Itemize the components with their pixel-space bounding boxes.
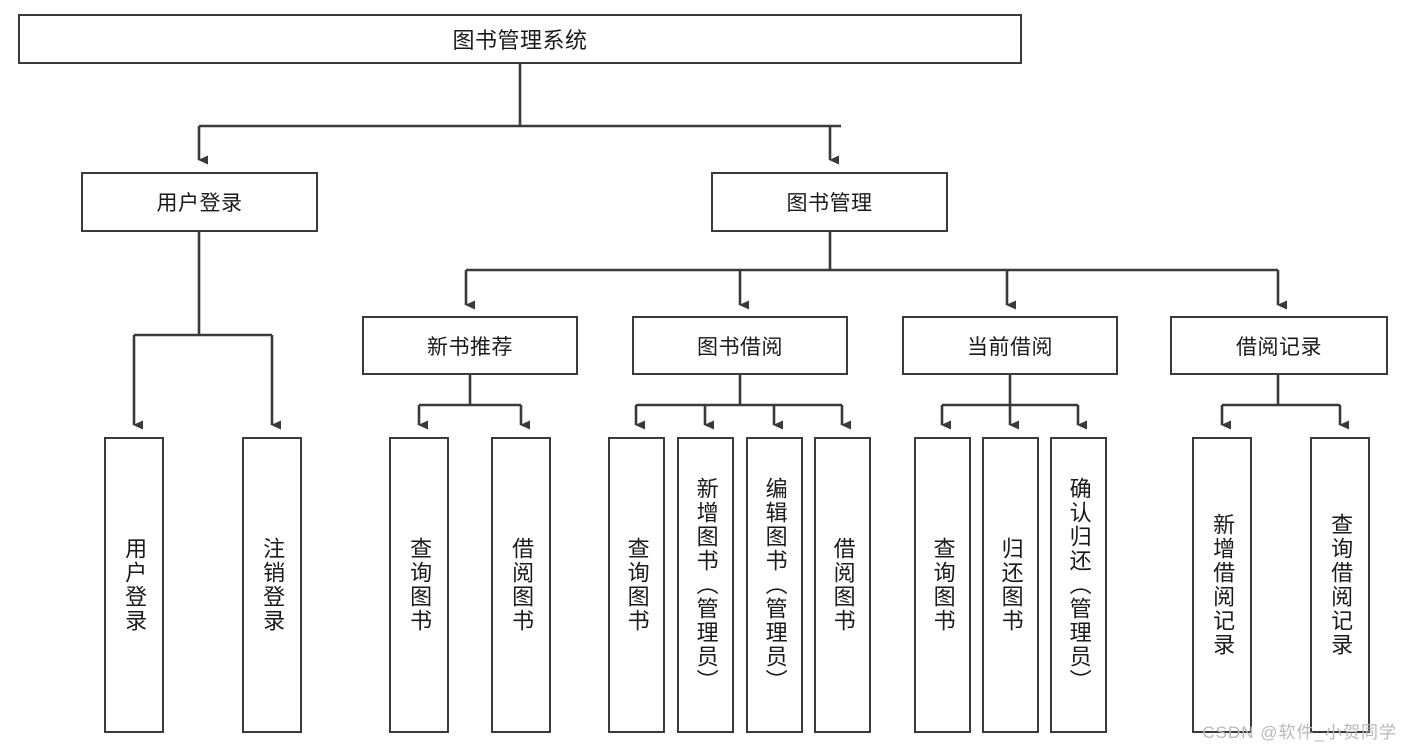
- node-user-login-label: 用户登录: [156, 192, 243, 215]
- node-book-management[interactable]: 图书管理: [711, 172, 948, 232]
- leaf-borrow-borrow-book[interactable]: 借阅图书: [814, 437, 871, 733]
- node-borrow-record[interactable]: 借阅记录: [1170, 316, 1388, 375]
- leaf-current-return-book-label: 归还图书: [998, 537, 1024, 633]
- leaf-borrow-add-book-admin-label: 新增图书（管理员）: [693, 477, 719, 693]
- leaf-user-login-logout[interactable]: 注销登录: [242, 437, 302, 733]
- node-borrow-record-label: 借阅记录: [1236, 335, 1322, 359]
- leaf-borrow-edit-book-admin[interactable]: 编辑图书（管理员）: [746, 437, 803, 733]
- leaf-borrow-query-book-label: 查询图书: [624, 537, 650, 633]
- leaf-current-query-book-label: 查询图书: [930, 537, 956, 633]
- leaf-recommend-query-book-label: 查询图书: [407, 537, 433, 633]
- leaf-record-query-record[interactable]: 查询借阅记录: [1310, 437, 1370, 733]
- node-new-book-recommend[interactable]: 新书推荐: [362, 316, 578, 375]
- node-book-management-label: 图书管理: [786, 192, 873, 215]
- node-current-borrow-label: 当前借阅: [967, 335, 1053, 359]
- leaf-borrow-add-book-admin[interactable]: 新增图书（管理员）: [677, 437, 734, 733]
- leaf-record-add-record[interactable]: 新增借阅记录: [1192, 437, 1252, 733]
- node-book-borrow[interactable]: 图书借阅: [632, 316, 848, 375]
- leaf-borrow-edit-book-admin-label: 编辑图书（管理员）: [762, 477, 788, 693]
- leaf-current-return-book[interactable]: 归还图书: [982, 437, 1039, 733]
- node-current-borrow[interactable]: 当前借阅: [902, 316, 1118, 375]
- leaf-user-login-login[interactable]: 用户登录: [104, 437, 164, 733]
- node-new-book-recommend-label: 新书推荐: [427, 335, 513, 359]
- leaf-recommend-borrow-book-label: 借阅图书: [509, 537, 535, 633]
- leaf-current-confirm-return-admin[interactable]: 确认归还（管理员）: [1050, 437, 1107, 733]
- node-user-login[interactable]: 用户登录: [81, 172, 318, 232]
- node-book-borrow-label: 图书借阅: [697, 335, 783, 359]
- leaf-current-confirm-return-admin-label: 确认归还（管理员）: [1066, 477, 1092, 693]
- leaf-borrow-borrow-book-label: 借阅图书: [830, 537, 856, 633]
- leaf-record-query-record-label: 查询借阅记录: [1328, 513, 1354, 657]
- leaf-record-add-record-label: 新增借阅记录: [1210, 513, 1236, 657]
- node-root-system[interactable]: 图书管理系统: [18, 14, 1022, 64]
- leaf-user-login-login-label: 用户登录: [122, 537, 148, 633]
- node-root-system-label: 图书管理系统: [452, 28, 588, 53]
- leaf-current-query-book[interactable]: 查询图书: [914, 437, 971, 733]
- leaf-borrow-query-book[interactable]: 查询图书: [608, 437, 665, 733]
- leaf-recommend-query-book[interactable]: 查询图书: [389, 437, 449, 733]
- leaf-recommend-borrow-book[interactable]: 借阅图书: [491, 437, 551, 733]
- leaf-user-login-logout-label: 注销登录: [260, 537, 286, 633]
